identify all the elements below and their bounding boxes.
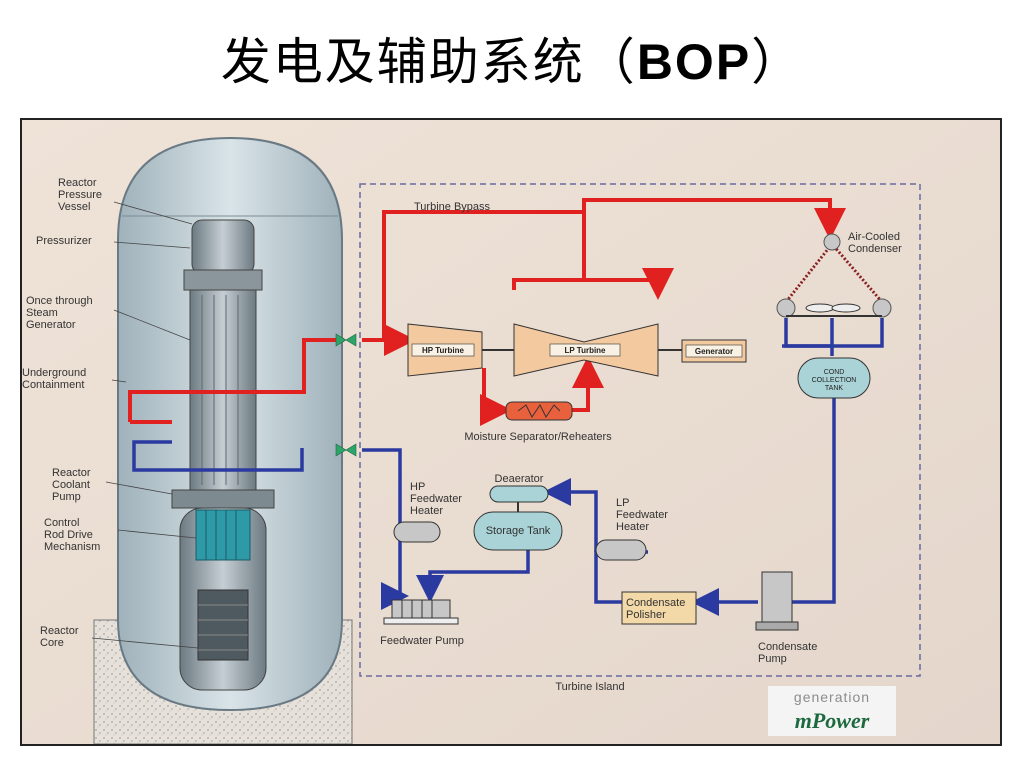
- control-rod-drive-mechanism: [195, 509, 251, 561]
- condensate-pump-base: [755, 621, 799, 631]
- storage-tank-label: Storage Tank: [486, 525, 551, 537]
- label-pressurizer: Pressurizer: [36, 235, 92, 247]
- steam-lines: [128, 198, 846, 426]
- feedwater-pump: [391, 599, 451, 619]
- generator-label: Generator: [695, 347, 733, 356]
- moisture-separator: [505, 401, 573, 421]
- hp-turbine-label: HP Turbine: [422, 346, 464, 355]
- turbine-bypass-label: Turbine Bypass: [414, 201, 491, 213]
- title-chinese: 发电及辅助系统（: [220, 33, 637, 91]
- moisture-separator-coil: [517, 404, 561, 418]
- lp-turbine-label: LP Turbine: [564, 346, 606, 355]
- condensate-collection-tank: [797, 357, 871, 399]
- logo-generation-text: generation: [794, 689, 870, 705]
- slide-title: 发电及辅助系统（BOP）: [0, 22, 1024, 94]
- deaerator: [489, 485, 549, 503]
- feedwater-pump-base: [383, 617, 459, 625]
- pressurizer-dome: [191, 219, 255, 275]
- moisture-separator-label: Moisture Separator/Reheaters: [464, 431, 612, 443]
- title-close-paren: ）: [751, 33, 804, 91]
- coolant-pump-housing: [171, 489, 275, 509]
- water-lines: [132, 318, 884, 616]
- generator-plate: [685, 344, 743, 358]
- label-leaders: [91, 201, 199, 649]
- hp-turbine-plate: [411, 343, 475, 357]
- turbine-island-label: Turbine Island: [555, 681, 624, 693]
- pressurizer-flange: [183, 269, 263, 291]
- reactor-core: [197, 589, 249, 661]
- logo-mpower-text: mPower: [795, 708, 870, 733]
- feedwater-pump-fins: [401, 600, 433, 618]
- lp-turbine-plate: [549, 343, 621, 357]
- air-cooled-condenser: [776, 233, 892, 318]
- turbine-island-border: [359, 183, 921, 677]
- title-latin: BOP: [636, 34, 752, 90]
- hp-feedwater-heater: [393, 521, 441, 543]
- mpower-logo: generation mPower: [768, 686, 896, 736]
- lp-feedwater-heater: [595, 539, 647, 561]
- condensate-polisher: [621, 591, 697, 625]
- deaerator-label: Deaerator: [495, 473, 544, 485]
- isolation-valves: [335, 333, 357, 457]
- condensate-pump: [761, 571, 793, 623]
- feedwater-pump-label: Feedwater Pump: [380, 635, 464, 647]
